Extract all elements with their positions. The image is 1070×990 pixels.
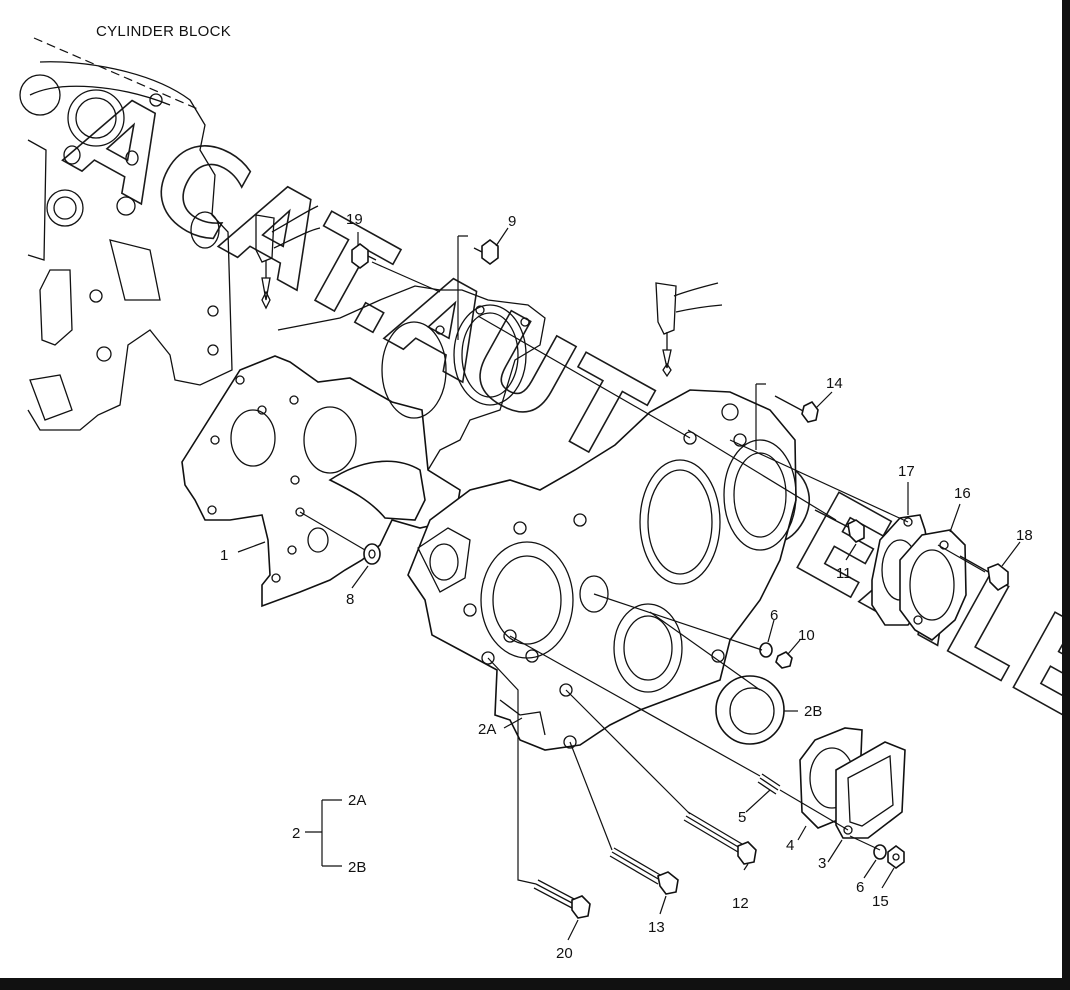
bolt-11: [814, 509, 865, 543]
callout-2b: 2B: [804, 703, 822, 720]
bolt-13: [609, 847, 679, 895]
sealant-applicator-icon: [255, 205, 321, 310]
callout-18: 18: [1016, 527, 1033, 544]
key-2b: 2B: [348, 859, 366, 876]
callout-2: 2: [292, 825, 300, 842]
front-gasket: [277, 285, 546, 471]
callout-9: 9: [508, 213, 516, 230]
callout-1: 1: [220, 547, 228, 564]
stud-5: [757, 773, 781, 795]
callout-3: 3: [818, 855, 826, 872]
key-2a: 2A: [348, 792, 366, 809]
diagram-title: CYLINDER BLOCK: [96, 23, 231, 40]
alignment-lines: [299, 235, 986, 885]
callout-17: 17: [898, 463, 915, 480]
callout-6b: 6: [856, 879, 864, 896]
nut-15: [887, 845, 905, 869]
flange-plate: [899, 529, 967, 641]
bolt-19: [351, 243, 377, 269]
callout-2a: 2A: [478, 721, 496, 738]
washer-6b: [873, 844, 887, 860]
callout-11: 11: [836, 565, 852, 582]
bolt-20: [533, 879, 591, 919]
callout-20: 20: [556, 945, 573, 962]
washer-6a: [759, 642, 773, 658]
callout-8: 8: [346, 591, 354, 608]
callout-19: 19: [346, 211, 363, 228]
callout-14: 14: [826, 375, 843, 392]
bolt-12: [683, 811, 757, 865]
bolt-18: [959, 555, 1009, 592]
front-plate: [181, 355, 461, 608]
callout-5: 5: [738, 809, 746, 826]
callout-12: 12: [732, 895, 749, 912]
callout-15: 15: [872, 893, 889, 910]
oil-seal: [715, 675, 785, 745]
part-2-bracket: [305, 799, 342, 867]
bolt-9: [473, 239, 499, 265]
callout-10: 10: [798, 627, 815, 644]
leader-lines: [237, 227, 1021, 941]
washer-8: [363, 543, 381, 565]
callout-6a: 6: [770, 607, 778, 624]
callouts: 1 2 2A 2B 2A 2B 3 4 5 6 6 8 9 10 11 12 1…: [220, 211, 1033, 962]
bolt-14: [774, 395, 819, 423]
callout-13: 13: [648, 919, 665, 936]
callout-16: 16: [954, 485, 971, 502]
cover-plate: [835, 741, 906, 839]
cylinder-block: [19, 37, 233, 431]
timing-gear-case: [407, 389, 797, 751]
bolt-10: [775, 651, 793, 669]
sealant-applicator-icon-2: [655, 282, 723, 378]
callout-4: 4: [786, 837, 794, 854]
